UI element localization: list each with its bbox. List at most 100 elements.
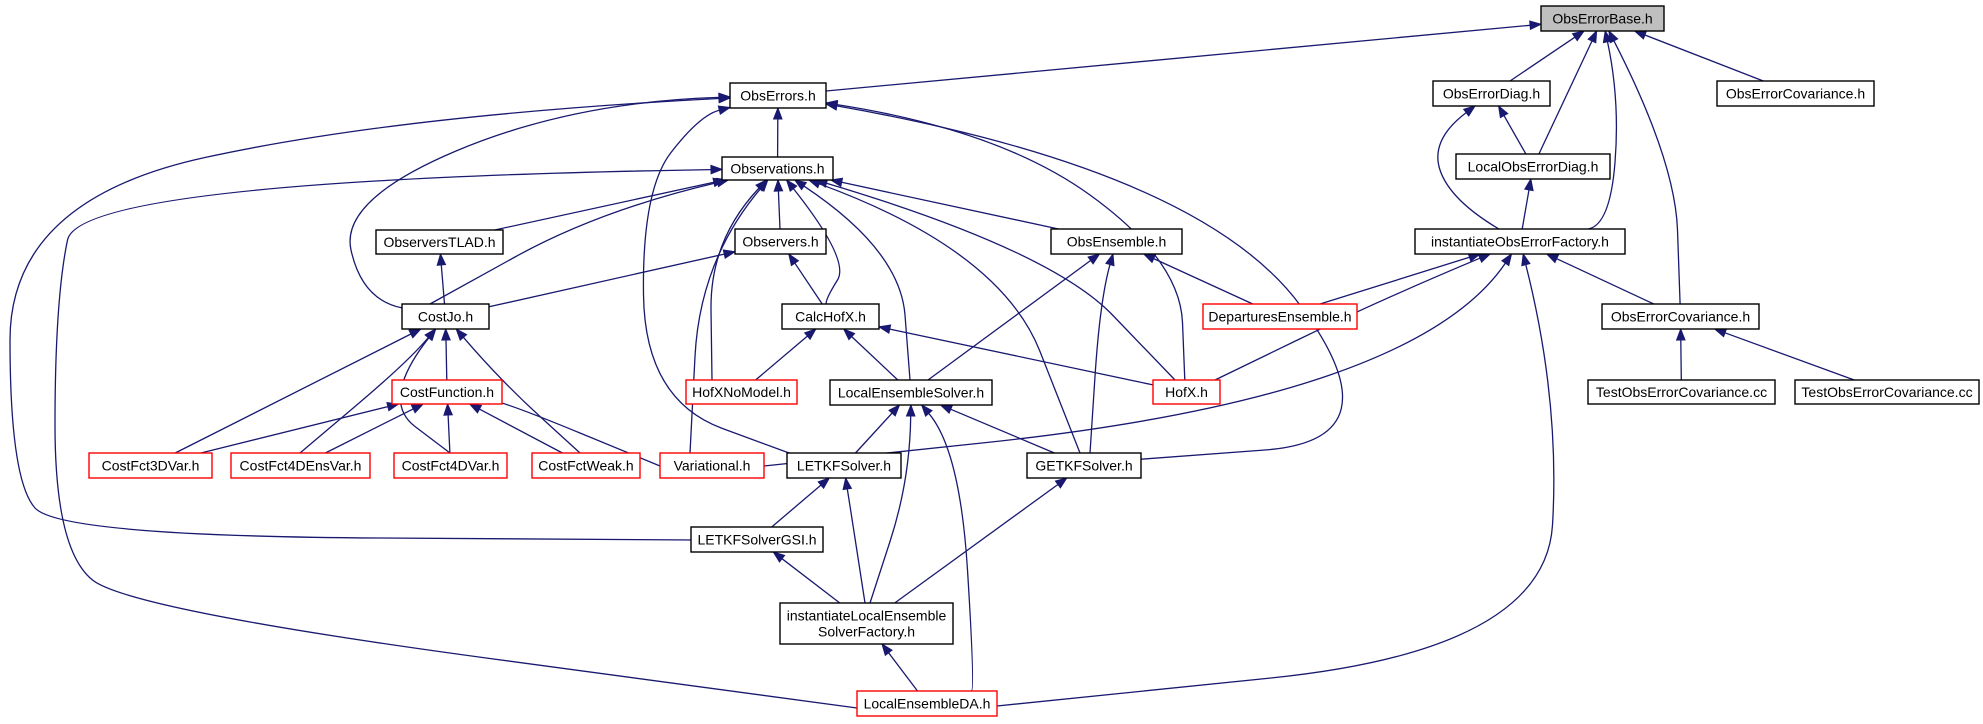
node-label: SolverFactory.h	[818, 624, 915, 640]
node-box	[1587, 379, 1776, 405]
edge-line	[429, 181, 718, 305]
node-ObsErrorDiag[interactable]: ObsErrorDiag.h	[1432, 80, 1551, 107]
node-label: TestObsErrorCovariance.cc	[1801, 384, 1972, 400]
node-box	[393, 452, 508, 479]
node-box	[721, 156, 834, 181]
edge-Observers-CostJo	[488, 249, 737, 308]
edge-arrowhead	[1142, 253, 1157, 264]
node-label: LocalObsErrorDiag.h	[1468, 159, 1599, 175]
node-HofXNoModel[interactable]: HofXNoModel.h	[685, 379, 798, 405]
node-label: Variational.h	[674, 458, 751, 474]
edge-line	[1089, 264, 1111, 454]
node-CostFct3DVar[interactable]: CostFct3DVar.h	[88, 452, 213, 479]
edge-ObserversTLAD-CostJo	[436, 252, 447, 305]
node-CalcHofX[interactable]: CalcHofX.h	[781, 303, 880, 330]
node-TestObsErrorCovariance2[interactable]: TestObsErrorCovariance.cc	[1794, 379, 1980, 405]
edge-arrowhead	[1524, 177, 1534, 192]
node-LocalEnsembleDA[interactable]: LocalEnsembleDA.h	[856, 690, 998, 717]
edge-line	[462, 336, 581, 454]
edge-CostJo-CostFunction	[441, 327, 451, 381]
node-label: CostFct4DEnsVar.h	[240, 458, 362, 474]
edge-line	[1503, 115, 1527, 155]
edge-line	[763, 262, 1506, 467]
node-LETKFSolver[interactable]: LETKFSolver.h	[786, 452, 902, 479]
node-box	[1026, 452, 1142, 479]
node-ObsErrorBase[interactable]: ObsErrorBase.h	[1540, 5, 1665, 32]
node-label: ObsErrorCovariance.h	[1726, 86, 1865, 102]
edge-ObsErrorBase-LocalObsErrorDiag	[1538, 29, 1598, 155]
node-box	[1455, 153, 1611, 180]
edge-Observations-LocalEnsembleSolver	[793, 179, 911, 381]
edge-line	[826, 182, 1176, 381]
edge-arrowhead	[1713, 328, 1728, 338]
node-CostFctWeak[interactable]: CostFctWeak.h	[531, 452, 641, 479]
edge-ObsEnsemble-GETKFSolver	[1089, 252, 1115, 454]
node-CostJo[interactable]: CostJo.h	[401, 303, 490, 330]
node-box	[690, 526, 824, 553]
edge-line	[803, 185, 911, 381]
edge-arrowhead	[1529, 20, 1543, 31]
edge-instantiateObsErrorFactory-LocalEnsembleDA	[996, 252, 1555, 707]
edge-line	[771, 484, 822, 528]
node-Variational[interactable]: Variational.h	[659, 452, 765, 479]
node-instantiateObsErrorFactory[interactable]: instantiateObsErrorFactory.h	[1414, 228, 1626, 255]
node-GETKFSolver[interactable]: GETKFSolver.h	[1026, 452, 1142, 479]
edge-Observations-HofX	[814, 178, 1176, 381]
edge-Observations-HofXNoModel	[710, 178, 768, 381]
edge-line	[869, 415, 912, 604]
edge-ObsErrors-LETKFSolverGSI	[9, 93, 732, 541]
edge-LocalObsErrorDiag-instantiateObsErrorFactory	[1521, 177, 1534, 230]
node-LETKFSolverGSI[interactable]: LETKFSolverGSI.h	[690, 526, 824, 553]
edge-arrowhead	[1675, 327, 1686, 341]
edge-arrowhead	[1571, 30, 1586, 42]
node-LocalObsErrorDiag[interactable]: LocalObsErrorDiag.h	[1455, 153, 1611, 180]
node-TestObsErrorCovariance1[interactable]: TestObsErrorCovariance.cc	[1587, 379, 1776, 405]
edge-ObsErrorBase-instantiateObsErrorFactory	[1588, 29, 1618, 230]
edge-line	[1153, 258, 1254, 305]
edge-line	[1680, 339, 1682, 381]
node-DeparturesEnsemble[interactable]: DeparturesEnsemble.h	[1202, 303, 1358, 330]
edge-line	[1509, 36, 1576, 82]
edge-instantiateObsErrorFactory-ObsErrorCovarianceMid	[1545, 253, 1655, 305]
edge-line	[325, 408, 414, 454]
edge-line	[794, 262, 823, 305]
edge-line	[54, 168, 858, 709]
node-ObsErrorCovarianceTop[interactable]: ObsErrorCovariance.h	[1716, 80, 1875, 107]
node-label: CostFct4DVar.h	[402, 458, 500, 474]
node-Observers[interactable]: Observers.h	[734, 228, 827, 255]
node-box	[88, 452, 213, 479]
edge-instantiateObsErrorFactory-DeparturesEnsemble	[1319, 252, 1482, 305]
edge-line	[1644, 34, 1764, 82]
edge-layer	[9, 20, 1855, 709]
edge-LocalEnsembleSolver-LocalEnsembleDA	[920, 403, 974, 692]
node-ObsEnsemble[interactable]: ObsEnsemble.h	[1050, 228, 1183, 255]
node-CostFct4DEnsVar[interactable]: CostFct4DEnsVar.h	[230, 452, 371, 479]
node-ObsErrorCovarianceMid[interactable]: ObsErrorCovariance.h	[1601, 303, 1760, 330]
edge-Observers-CalcHofX	[788, 252, 823, 305]
edge-line	[777, 190, 781, 230]
node-label: LocalEnsembleSolver.h	[838, 385, 984, 401]
node-Observations[interactable]: Observations.h	[721, 156, 834, 181]
edge-arrowhead	[410, 403, 425, 414]
edge-line	[1521, 189, 1530, 230]
edge-line	[174, 333, 412, 454]
edge-line	[488, 253, 725, 308]
node-LocalEnsembleSolver[interactable]: LocalEnsembleSolver.h	[829, 379, 993, 406]
node-box	[1540, 5, 1665, 32]
node-CostFct4DVar[interactable]: CostFct4DVar.h	[393, 452, 508, 479]
node-ObserversTLAD[interactable]: ObserversTLAD.h	[375, 229, 504, 255]
node-box	[1414, 228, 1626, 255]
edge-CostJo-CostFct4DVar	[399, 327, 451, 454]
edge-line	[494, 181, 715, 231]
node-HofX[interactable]: HofX.h	[1152, 379, 1221, 405]
edge-line	[1724, 332, 1855, 381]
edge-ObsErrorBase-ObsErrors	[825, 20, 1543, 92]
node-ObsErrors[interactable]: ObsErrors.h	[729, 82, 827, 109]
node-CostFunction[interactable]: CostFunction.h	[391, 379, 503, 405]
node-box	[685, 379, 798, 405]
edge-GETKFSolver-instantiateLocalEnsembleSolverFactory	[894, 477, 1068, 604]
edge-arrowhead	[773, 178, 784, 192]
node-box	[401, 303, 490, 330]
